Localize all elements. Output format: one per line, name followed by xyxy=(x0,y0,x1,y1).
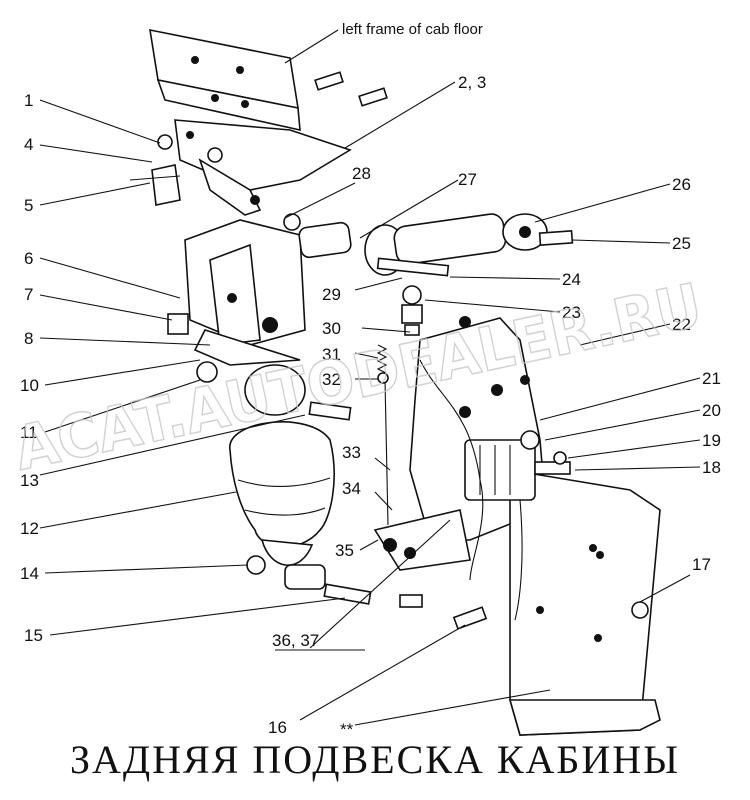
spring-and-pins xyxy=(376,285,423,384)
lock-mechanism xyxy=(464,430,571,501)
page-title: ЗАДНЯЯ ПОДВЕСКА КАБИНЫ xyxy=(69,737,681,782)
callout-29: 29 xyxy=(322,285,341,304)
callout-25: 25 xyxy=(672,234,691,253)
callout-8: 8 xyxy=(24,329,33,348)
callout-21: 21 xyxy=(702,369,721,388)
lock-bracket xyxy=(129,164,181,206)
hinge-bracket xyxy=(167,219,306,346)
callout-stars: ** xyxy=(340,720,354,739)
callout-10: 10 xyxy=(20,376,39,395)
callout-6: 6 xyxy=(24,249,33,268)
leader-lines xyxy=(39,29,701,726)
callout-5: 5 xyxy=(24,196,33,215)
callout-13: 13 xyxy=(20,471,39,490)
callout-26: 26 xyxy=(672,175,691,194)
callout-31: 31 xyxy=(322,345,341,364)
frame-note: left frame of cab floor xyxy=(342,21,483,38)
callout-33: 33 xyxy=(342,443,361,462)
callout-19: 19 xyxy=(702,431,721,450)
callout-1: 1 xyxy=(24,91,33,110)
callout-14: 14 xyxy=(20,564,39,583)
callout-28: 28 xyxy=(352,164,371,183)
frame-side-plate xyxy=(508,469,661,736)
callout-35: 35 xyxy=(335,541,354,560)
callout-4: 4 xyxy=(24,135,33,154)
callout-11: 11 xyxy=(20,423,38,442)
lower-bolts xyxy=(246,401,488,630)
cab-floor-frame xyxy=(149,28,301,132)
callout-23: 23 xyxy=(562,303,581,322)
callout-16: 16 xyxy=(268,718,287,737)
callout-22: 22 xyxy=(672,315,691,334)
callout-34: 34 xyxy=(342,479,361,498)
shock-absorber xyxy=(283,213,574,277)
cables xyxy=(419,359,523,621)
callout-15: 15 xyxy=(24,626,43,645)
upper-mounting-bracket xyxy=(174,119,352,216)
callout-30: 30 xyxy=(322,319,341,338)
callout-27: 27 xyxy=(458,170,477,189)
release-lever xyxy=(373,379,471,571)
callout-32: 32 xyxy=(322,370,341,389)
air-spring xyxy=(229,364,335,590)
callout-36-37: 36, 37 xyxy=(272,631,319,650)
callout-24: 24 xyxy=(562,270,581,289)
nut-10 xyxy=(196,361,218,383)
callout-2-3: 2, 3 xyxy=(458,73,486,92)
callout-12: 12 xyxy=(20,519,39,538)
callout-7: 7 xyxy=(24,285,33,304)
callout-20: 20 xyxy=(702,401,721,420)
callout-18: 18 xyxy=(702,458,721,477)
wedge-plate xyxy=(193,329,301,366)
callout-17: 17 xyxy=(692,555,711,574)
